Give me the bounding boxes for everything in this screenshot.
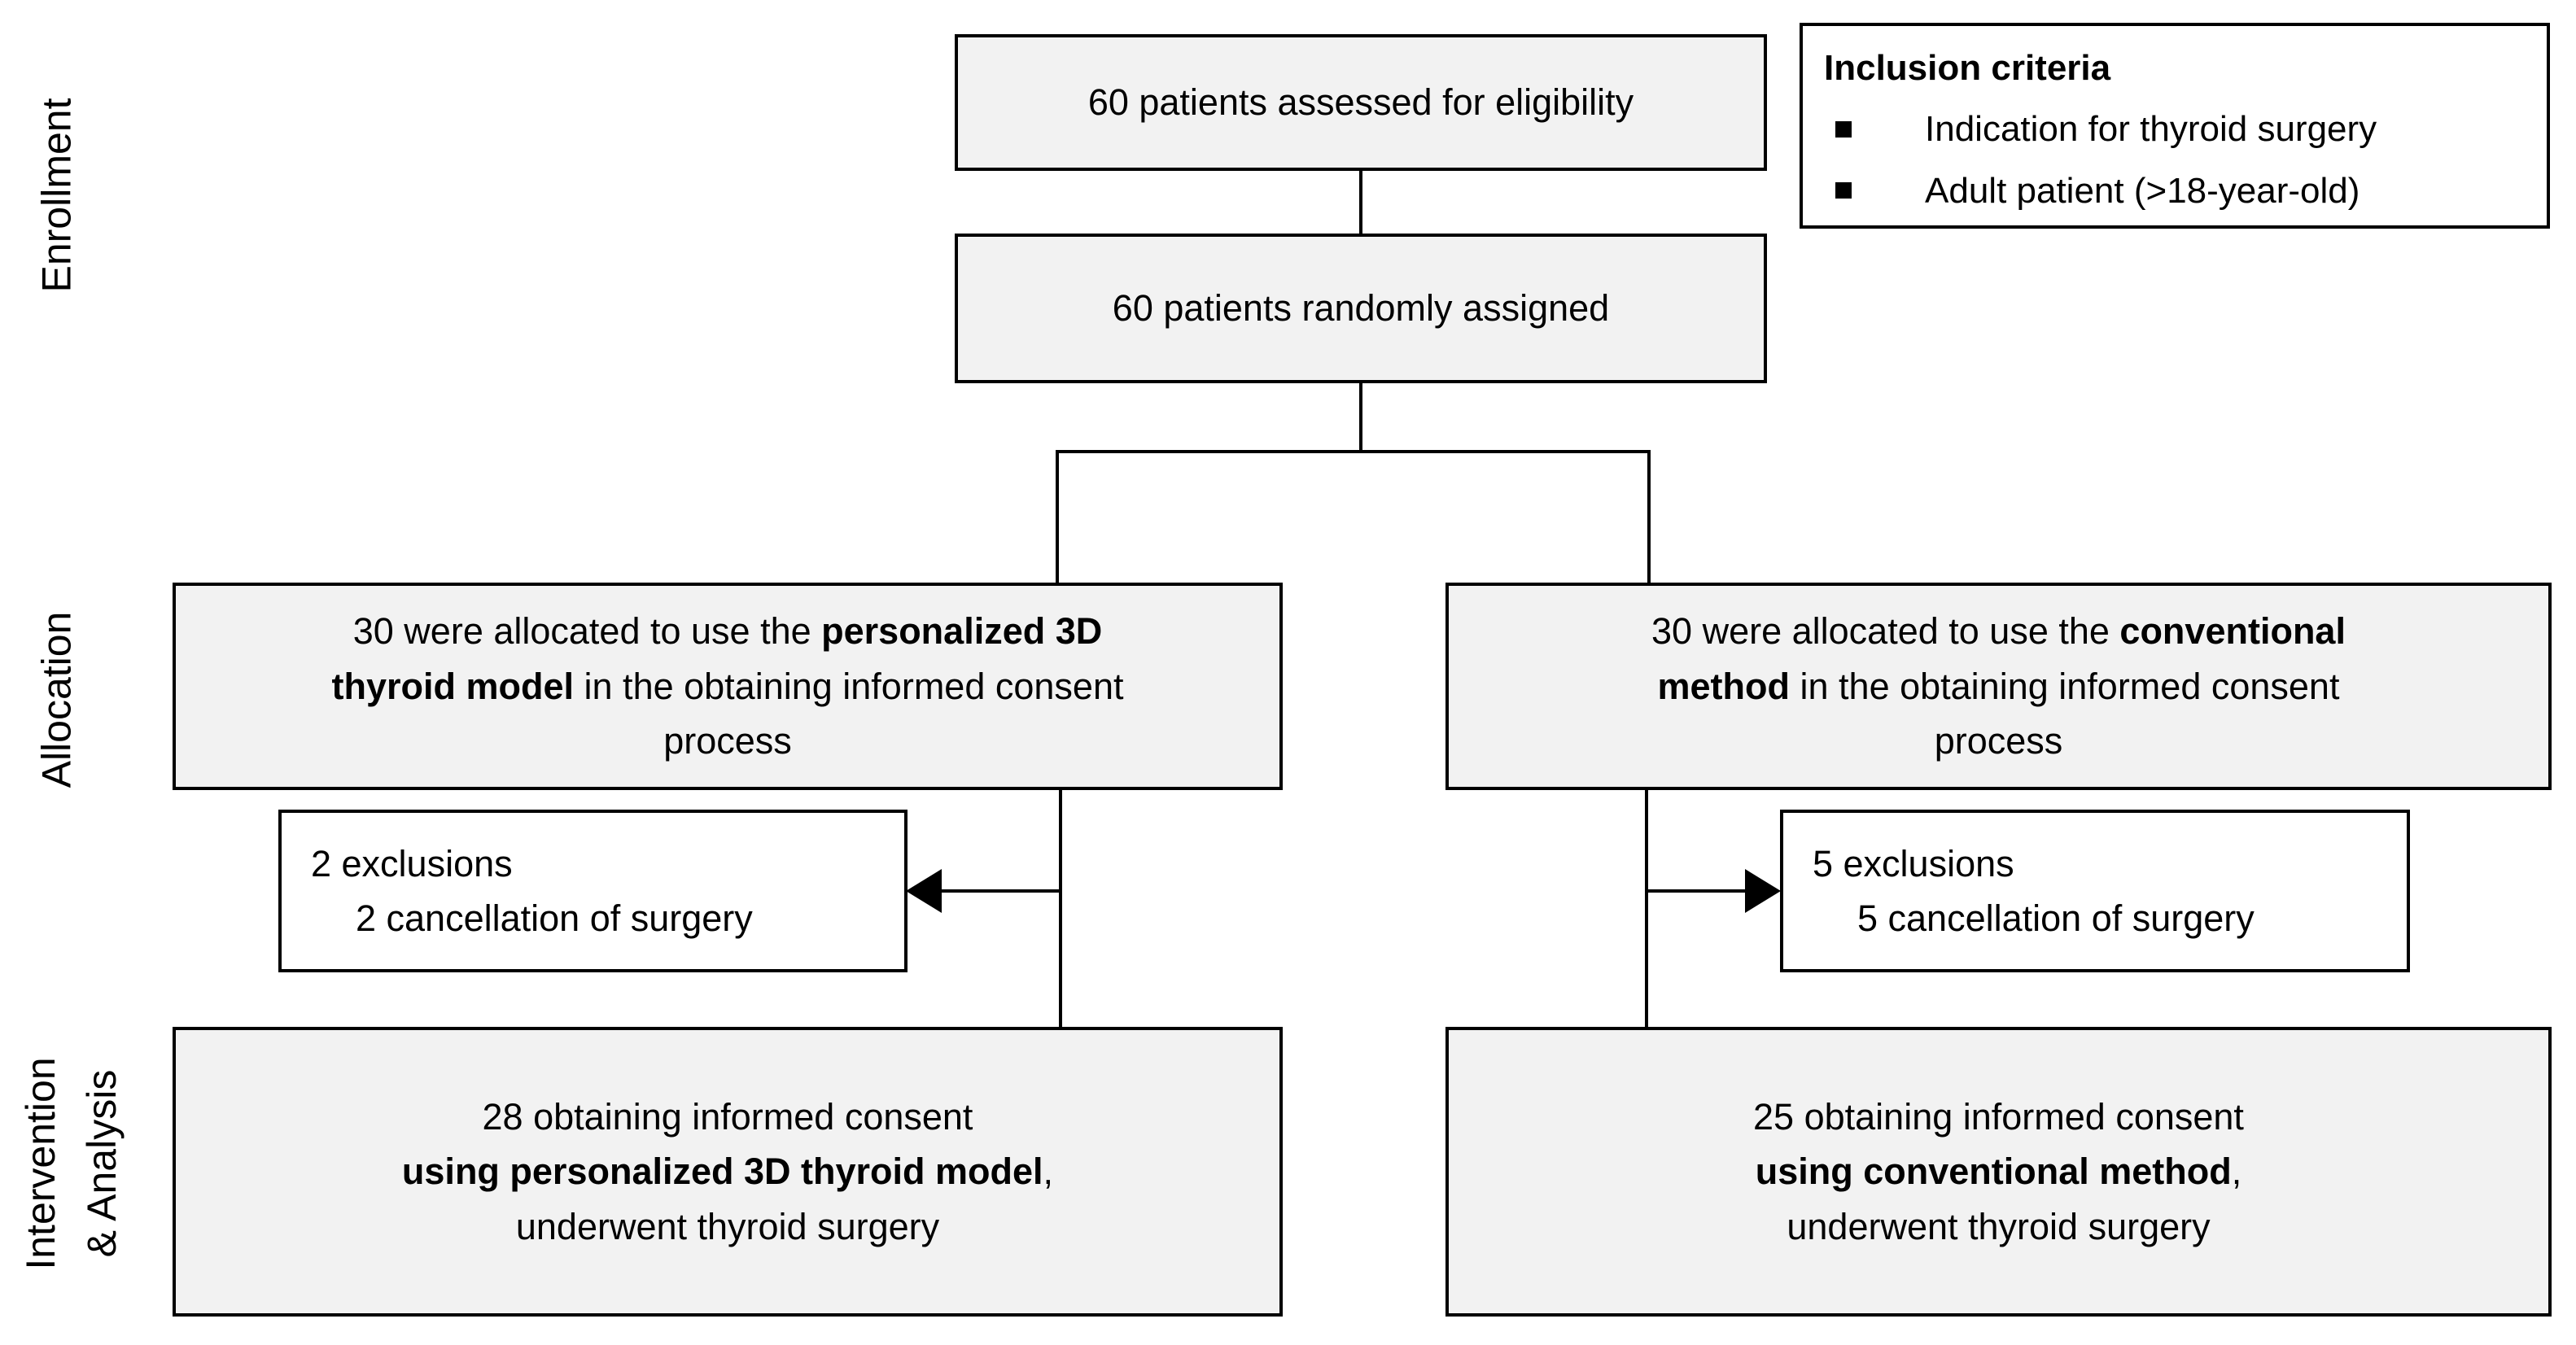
box-final-conventional: 25 obtaining informed consent using conv… [1445,1027,2552,1317]
bullet-square-icon [1835,121,1852,138]
box-randomly-assigned: 60 patients randomly assigned [955,234,1767,383]
inclusion-criteria-item: Adult patient (>18-year-old) [1824,167,2526,215]
exclusions-conventional-text: 5 exclusions 5 cancellation of surgery [1813,842,2255,940]
stage-label-enrollment-text: Enrollment [33,98,80,293]
stage-label-allocation: Allocation [27,612,88,788]
box-assessed-for-eligibility: 60 patients assessed for eligibility [955,34,1767,171]
arrow-right-icon [1745,869,1781,913]
stage-label-allocation-text: Allocation [33,611,80,788]
connector-exclusion-left-line [936,889,1062,893]
inclusion-criteria-title: Inclusion criteria [1824,48,2111,88]
stage-label-intervention-line1: Intervention [18,1057,63,1270]
stage-label-intervention-analysis: Intervention & Analysis [11,1057,133,1269]
allocation-conventional-text: 30 were allocated to use the conventiona… [1651,610,2346,762]
exclusions-3d-model-text: 2 exclusions 2 cancellation of surgery [311,842,753,940]
connector-assessed-to-randomized [1359,171,1362,234]
final-conventional-text: 25 obtaining informed consent using conv… [1753,1095,2244,1247]
final-3d-model-text: 28 obtaining informed consent using pers… [401,1095,1054,1247]
inclusion-criteria-item: Indication for thyroid surgery [1824,105,2526,153]
box-inclusion-criteria: Inclusion criteria Indication for thyroi… [1800,23,2550,229]
randomized-text: 60 patients randomly assigned [1112,287,1610,330]
stage-label-enrollment: Enrollment [27,98,88,293]
box-final-3d-model: 28 obtaining informed consent using pers… [173,1027,1283,1317]
box-allocation-3d-model: 30 were allocated to use the personalize… [173,583,1283,790]
box-exclusions-conventional: 5 exclusions 5 cancellation of surgery [1780,810,2410,972]
box-allocation-conventional: 30 were allocated to use the conventiona… [1445,583,2552,790]
connector-branch-right [1647,450,1651,586]
stage-label-intervention-line2: & Analysis [79,1069,125,1258]
box-exclusions-3d-model: 2 exclusions 2 cancellation of surgery [278,810,908,972]
connector-exclusion-right-line [1645,889,1751,893]
connector-branch-left [1056,450,1059,586]
arrow-left-icon [906,869,942,913]
allocation-3d-model-text: 30 were allocated to use the personalize… [331,610,1124,762]
connector-branch-horizontal [1056,450,1651,453]
connector-alloc-right-to-final-right [1645,787,1648,1030]
inclusion-criteria-bullet-1: Indication for thyroid surgery [1925,109,2377,150]
inclusion-criteria-bullet-2: Adult patient (>18-year-old) [1925,170,2360,211]
connector-alloc-left-to-final-left [1059,787,1062,1030]
assessed-text: 60 patients assessed for eligibility [1087,81,1634,124]
bullet-square-icon [1835,182,1852,199]
connector-randomized-stem [1359,383,1362,453]
